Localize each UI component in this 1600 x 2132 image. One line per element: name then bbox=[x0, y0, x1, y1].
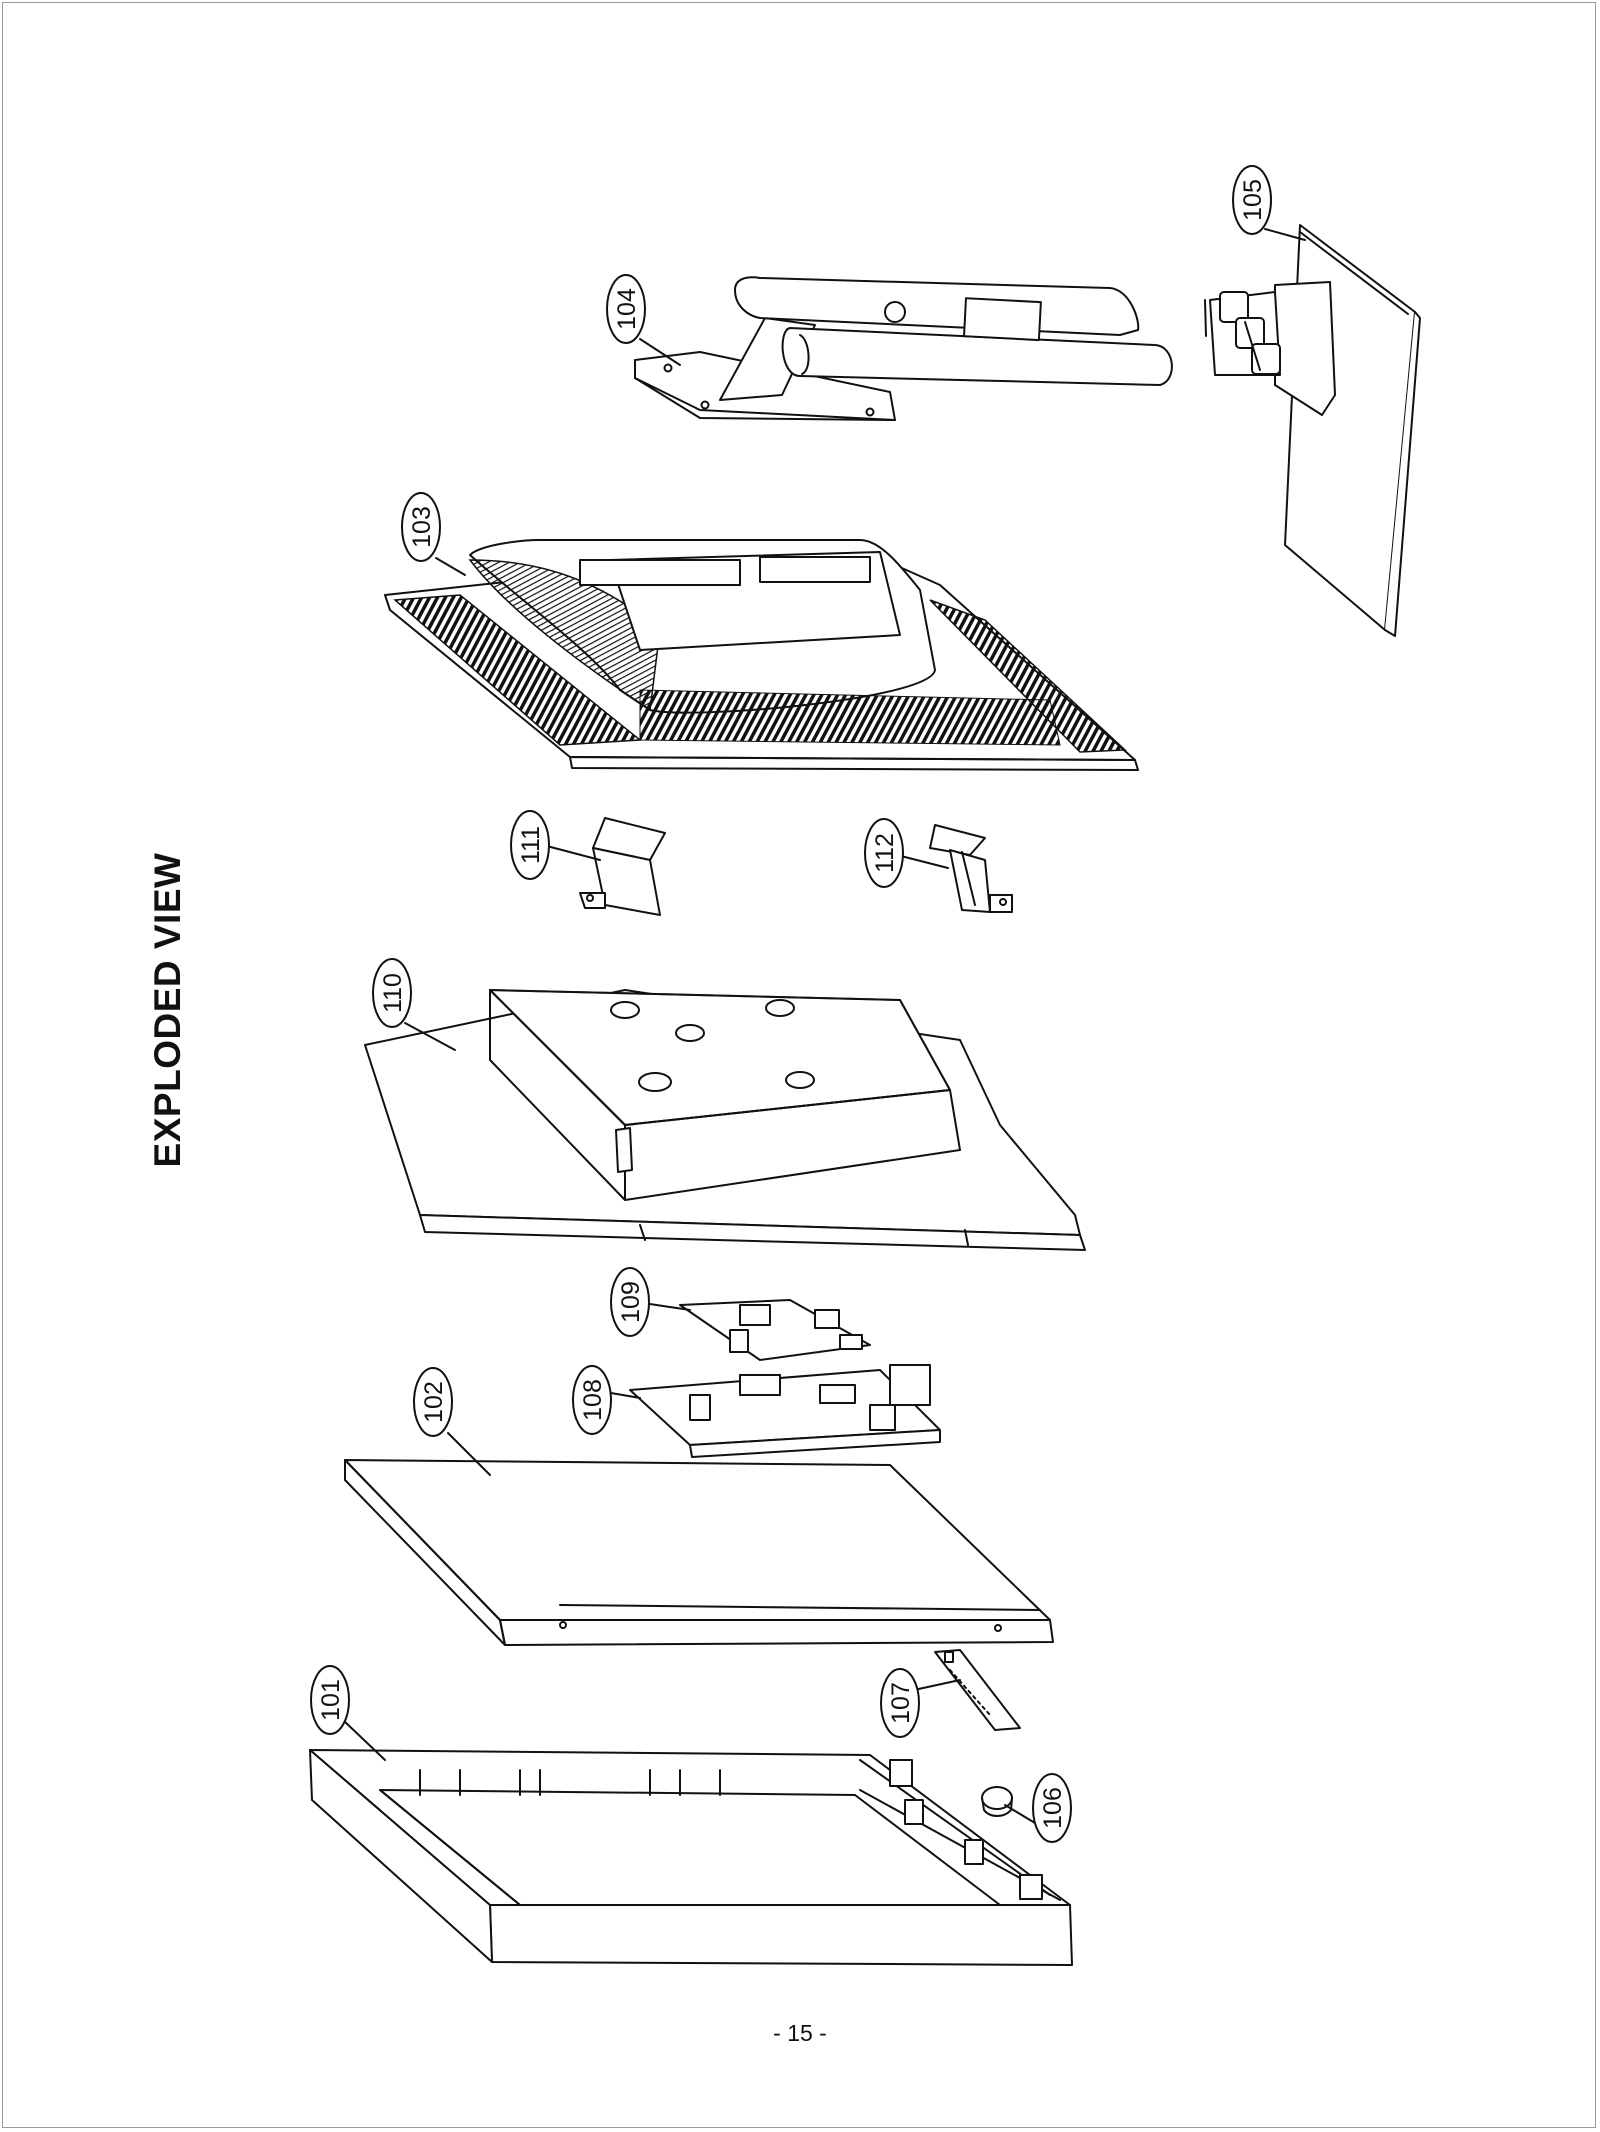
callout-112: 112 bbox=[864, 818, 949, 888]
page-number: - 15 - bbox=[773, 2020, 827, 2046]
callout-label-109: 109 bbox=[617, 1281, 645, 1323]
part-109-main-board bbox=[679, 1299, 871, 1361]
callout-label-104: 104 bbox=[613, 288, 641, 330]
part-104-hinge-neck bbox=[634, 276, 1173, 421]
part-107-key-board bbox=[934, 1649, 1021, 1731]
callout-label-105: 105 bbox=[1239, 179, 1267, 221]
callout-label-101: 101 bbox=[317, 1679, 345, 1721]
callout-label-112: 112 bbox=[871, 833, 899, 873]
callout-109: 109 bbox=[610, 1267, 691, 1337]
callout-105: 105 bbox=[1232, 165, 1306, 241]
callout-103: 103 bbox=[401, 492, 466, 576]
callout-label-107: 107 bbox=[887, 1682, 915, 1724]
callouts: 101 102 103 104 105 106 bbox=[310, 165, 1306, 1843]
callout-label-106: 106 bbox=[1039, 1787, 1067, 1829]
callout-label-110: 110 bbox=[379, 973, 407, 1013]
part-101-front-bezel bbox=[309, 1749, 1073, 1966]
callout-label-111: 111 bbox=[517, 826, 545, 864]
callout-104: 104 bbox=[606, 274, 681, 366]
part-103-back-cover bbox=[384, 539, 1139, 771]
part-111-bracket bbox=[579, 817, 666, 916]
callout-label-108: 108 bbox=[579, 1379, 607, 1421]
part-102-lcd-panel bbox=[344, 1459, 1054, 1646]
callout-111: 111 bbox=[510, 810, 601, 880]
callout-106: 106 bbox=[1004, 1773, 1072, 1843]
part-112-bracket bbox=[929, 824, 1013, 913]
part-110-chassis bbox=[364, 989, 1086, 1251]
callout-label-102: 102 bbox=[420, 1381, 448, 1423]
part-108-power-board bbox=[629, 1364, 941, 1458]
callout-110: 110 bbox=[372, 958, 456, 1051]
callout-108: 108 bbox=[572, 1365, 641, 1435]
callout-101: 101 bbox=[310, 1665, 386, 1761]
callout-label-103: 103 bbox=[408, 506, 436, 548]
part-105-stand-base bbox=[1204, 224, 1421, 637]
callout-102: 102 bbox=[413, 1367, 491, 1476]
callout-107: 107 bbox=[880, 1668, 961, 1738]
part-106-knob bbox=[981, 1786, 1013, 1817]
